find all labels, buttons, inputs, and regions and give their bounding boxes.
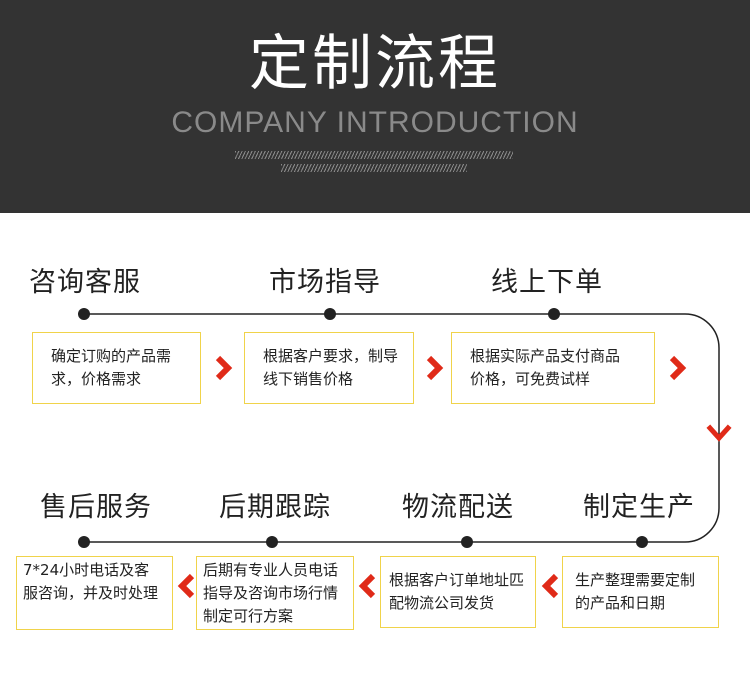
chevron-right-icon	[426, 355, 444, 381]
chevron-left-icon	[177, 573, 195, 599]
step-node	[78, 308, 90, 320]
step-title-consult: 咨询客服	[29, 267, 141, 298]
step-node	[266, 536, 278, 548]
step-title-production: 制定生产	[583, 492, 695, 523]
step-node	[78, 536, 90, 548]
chevron-right-icon	[215, 355, 233, 381]
step-desc-text: 确定订购的产品需求，价格需求	[51, 347, 172, 388]
step-title-market: 市场指导	[269, 267, 381, 298]
step-node	[636, 536, 648, 548]
step-desc-logistics: 根据客户订单地址匹配物流公司发货	[380, 556, 536, 628]
step-desc-market: 根据客户要求，制导线下销售价格	[244, 332, 414, 404]
chevron-down-icon	[706, 424, 732, 442]
chevron-left-icon	[541, 573, 559, 599]
step-title-logistics: 物流配送	[402, 492, 514, 523]
step-desc-aftersales: 7*24小时电话及客服咨询，并及时处理	[16, 556, 173, 630]
step-title-order: 线上下单	[491, 267, 603, 298]
step-desc-text: 生产整理需要定制的产品和日期	[575, 571, 696, 612]
step-desc-text: 根据实际产品支付商品价格，可免费试样	[470, 347, 621, 388]
step-title-tracking: 后期跟踪	[219, 492, 331, 523]
step-title-aftersales: 售后服务	[40, 492, 152, 523]
step-desc-consult: 确定订购的产品需求，价格需求	[32, 332, 201, 404]
header-banner: 定制流程 COMPANY INTRODUCTION	[0, 0, 750, 213]
chevron-right-icon	[669, 355, 687, 381]
step-desc-text: 后期有专业人员电话指导及咨询市场行情制定可行方案	[203, 561, 339, 625]
step-desc-text: 根据客户要求，制导线下销售价格	[263, 347, 399, 388]
step-desc-tracking: 后期有专业人员电话指导及咨询市场行情制定可行方案	[196, 556, 354, 630]
step-desc-production: 生产整理需要定制的产品和日期	[562, 556, 719, 628]
step-desc-text: 7*24小时电话及客服咨询，并及时处理	[23, 561, 159, 602]
step-node	[461, 536, 473, 548]
step-node	[548, 308, 560, 320]
decorative-stripe	[281, 164, 467, 172]
chevron-left-icon	[358, 573, 376, 599]
step-desc-order: 根据实际产品支付商品价格，可免费试样	[451, 332, 655, 404]
page-subtitle: COMPANY INTRODUCTION	[171, 106, 579, 139]
page-title: 定制流程	[249, 29, 501, 99]
step-node	[324, 308, 336, 320]
decorative-stripe	[235, 151, 513, 159]
step-desc-text: 根据客户订单地址匹配物流公司发货	[389, 571, 525, 612]
